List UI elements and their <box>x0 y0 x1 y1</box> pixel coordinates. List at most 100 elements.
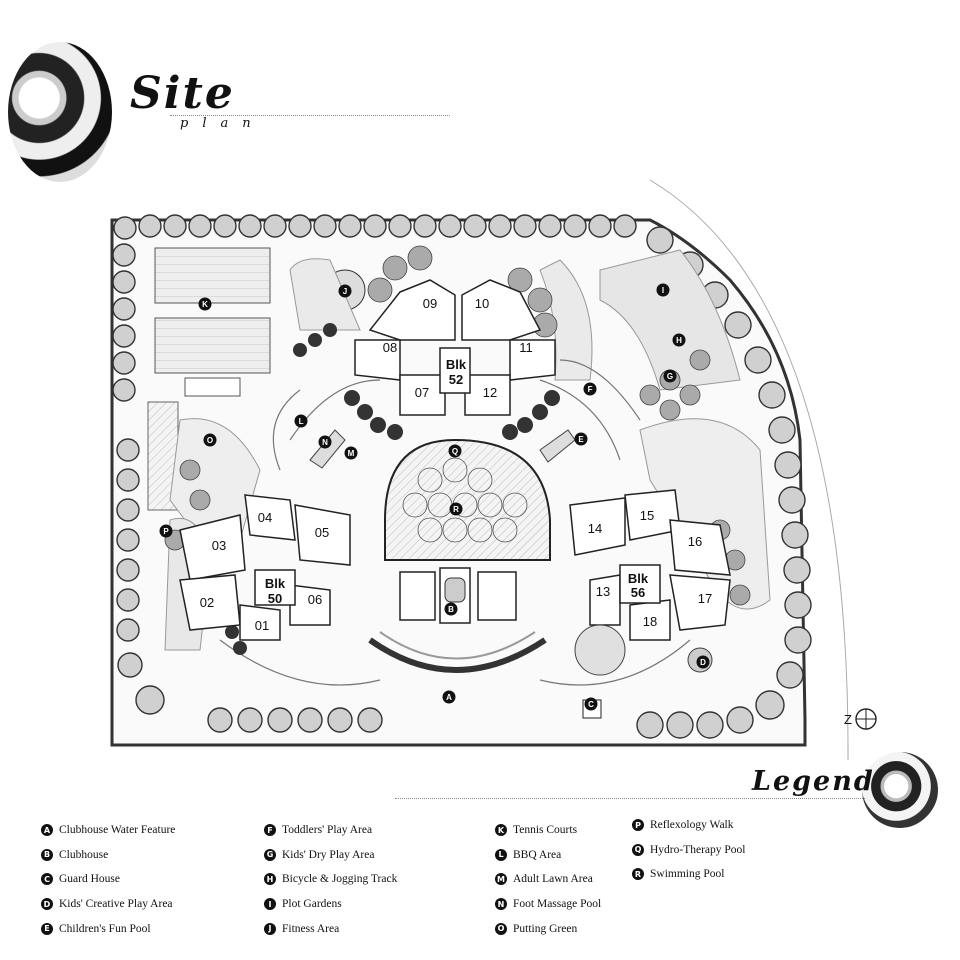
legend-badge: D <box>41 898 53 911</box>
svg-text:56: 56 <box>631 585 645 600</box>
legend-item: Q Hydro-Therapy Pool <box>632 838 746 863</box>
legend-label: Plot Gardens <box>282 898 342 911</box>
legend-item: C Guard House <box>41 867 175 892</box>
svg-text:18: 18 <box>643 614 657 629</box>
block-52-label: Blk <box>446 357 467 372</box>
compass-label: Z <box>844 712 852 727</box>
legend-label: Bicycle & Jogging Track <box>282 873 398 886</box>
legend-label: Tennis Courts <box>513 824 578 837</box>
svg-text:05: 05 <box>315 525 329 540</box>
north-arrow-icon: Z <box>844 708 877 730</box>
flower-photo-top-left <box>8 42 112 182</box>
svg-text:14: 14 <box>588 521 602 536</box>
legend-label: Kids' Creative Play Area <box>59 898 173 911</box>
legend-badge: P <box>632 819 644 832</box>
legend-badge: L <box>495 848 507 861</box>
svg-text:M: M <box>348 449 355 458</box>
tennis-court-2 <box>154 317 271 374</box>
legend-item: D Kids' Creative Play Area <box>41 892 175 917</box>
flower-photo-bottom-right <box>862 752 938 828</box>
svg-text:12: 12 <box>483 385 497 400</box>
svg-text:O: O <box>207 436 213 445</box>
legend-badge: E <box>41 922 53 935</box>
legend-item: K Tennis Courts <box>495 818 601 843</box>
perimeter-trees <box>112 214 812 739</box>
legend-item: B Clubhouse <box>41 843 175 868</box>
amenity-markers: A B C D E F G H I J K L M N O P Q R <box>159 283 710 711</box>
legend-item: N Foot Massage Pool <box>495 892 601 917</box>
svg-text:16: 16 <box>688 534 702 549</box>
svg-text:11: 11 <box>519 340 533 355</box>
legend-badge: A <box>41 824 53 837</box>
legend-label: Foot Massage Pool <box>513 898 602 911</box>
legend-column-1: A Clubhouse Water Feature B Clubhouse C Gua… <box>41 818 175 941</box>
legend-label: Clubhouse Water Feature <box>59 824 176 837</box>
legend-item: A Clubhouse Water Feature <box>41 818 175 843</box>
legend-label: Reflexology Walk <box>650 819 734 832</box>
svg-text:52: 52 <box>449 372 463 387</box>
block-50-label: Blk <box>265 576 286 591</box>
tennis-court-1 <box>154 247 271 304</box>
title-divider <box>170 115 450 116</box>
svg-text:A: A <box>446 693 452 702</box>
legend-badge: H <box>264 873 276 886</box>
legend-label: Clubhouse <box>59 848 109 861</box>
svg-text:Q: Q <box>452 447 458 456</box>
block-56-building <box>569 489 731 641</box>
legend-label: Fitness Area <box>282 922 340 935</box>
svg-text:L: L <box>299 417 304 426</box>
svg-text:13: 13 <box>596 584 610 599</box>
legend-label: Guard House <box>59 873 120 886</box>
svg-text:02: 02 <box>200 595 214 610</box>
svg-text:G: G <box>667 372 673 381</box>
legend-badge: Q <box>632 843 644 856</box>
svg-text:15: 15 <box>640 508 654 523</box>
svg-text:J: J <box>343 287 347 296</box>
legend-badge: G <box>264 848 276 861</box>
legend-label: Toddlers' Play Area <box>282 824 373 837</box>
legend-item: F Toddlers' Play Area <box>264 818 397 843</box>
block-50-building <box>179 494 351 641</box>
legend-item: P Reflexology Walk <box>632 813 746 838</box>
svg-text:03: 03 <box>212 538 226 553</box>
legend-badge: K <box>495 824 507 837</box>
svg-text:K: K <box>202 300 208 309</box>
clubhouse-water-feature <box>368 637 547 673</box>
legend-badge: B <box>41 848 53 861</box>
svg-text:N: N <box>322 438 328 447</box>
svg-text:08: 08 <box>383 340 397 355</box>
legend-badge: F <box>264 824 276 837</box>
svg-text:H: H <box>676 336 682 345</box>
svg-text:50: 50 <box>268 591 282 606</box>
svg-text:01: 01 <box>255 618 269 633</box>
svg-text:17: 17 <box>698 591 712 606</box>
legend-label: Swimming Pool <box>650 868 725 881</box>
svg-text:D: D <box>700 658 706 667</box>
page-subtitle: plan <box>180 116 265 131</box>
block-56-label: Blk <box>628 571 649 586</box>
legend-badge: C <box>41 873 53 886</box>
svg-text:R: R <box>453 505 459 514</box>
legend-badge: J <box>264 922 276 935</box>
legend-label: Hydro-Therapy Pool <box>650 843 746 856</box>
svg-text:10: 10 <box>475 296 489 311</box>
road-curve <box>649 179 849 761</box>
svg-text:E: E <box>578 435 584 444</box>
svg-text:C: C <box>588 700 594 709</box>
svg-text:04: 04 <box>258 510 272 525</box>
legend-badge: N <box>495 898 507 911</box>
page-title: Site <box>130 68 235 119</box>
legend-label: Putting Green <box>513 922 578 935</box>
legend-badge: R <box>632 868 644 881</box>
legend-divider <box>395 798 865 799</box>
swimming-pool <box>384 438 551 561</box>
legend-item: J Fitness Area <box>264 916 397 941</box>
